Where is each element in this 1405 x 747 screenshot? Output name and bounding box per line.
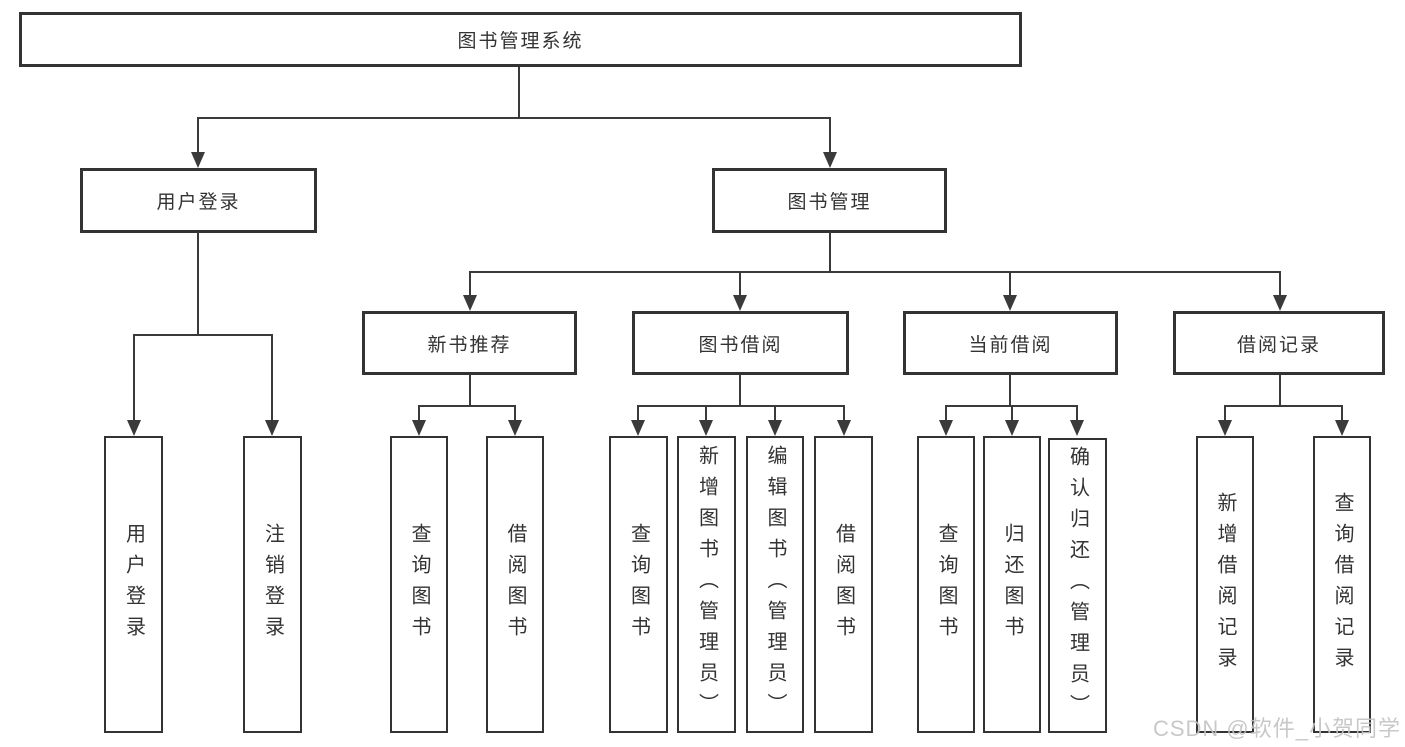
leaf-label: 查询图书 bbox=[935, 522, 957, 647]
arrow-down-icon bbox=[699, 420, 713, 436]
connector-leaf-drop bbox=[1076, 405, 1078, 423]
connector-user-leaf1-drop bbox=[133, 334, 135, 422]
node-root-label: 图书管理系统 bbox=[457, 31, 584, 52]
connector-current-drop bbox=[1009, 271, 1011, 297]
arrow-down-icon bbox=[837, 420, 851, 436]
node-root: 图书管理系统 bbox=[19, 12, 1022, 67]
connector-user-drop bbox=[197, 117, 199, 154]
connector-records-drop bbox=[1279, 271, 1281, 297]
arrow-down-icon bbox=[127, 420, 141, 436]
node-book-borrow-label: 图书借阅 bbox=[698, 334, 783, 356]
leaf-label: 用户登录 bbox=[122, 522, 145, 647]
connector-leaf-drop bbox=[774, 405, 776, 423]
arrow-down-icon bbox=[463, 295, 477, 311]
node-current-borrow-label: 当前借阅 bbox=[968, 334, 1053, 356]
node-book-mgmt: 图书管理 bbox=[712, 168, 947, 233]
connector-leaf-drop bbox=[705, 405, 707, 423]
connector-root-stem bbox=[518, 67, 520, 119]
leaf-borrow-books-1: 借阅图书 bbox=[486, 436, 544, 733]
arrow-down-icon bbox=[508, 420, 522, 436]
arrow-down-icon bbox=[823, 152, 837, 168]
connector-leaf-drop bbox=[637, 405, 639, 423]
node-book-borrow: 图书借阅 bbox=[632, 311, 849, 375]
leaf-label: 归还图书 bbox=[1001, 522, 1023, 647]
connector-current-stem bbox=[1009, 374, 1011, 407]
connector-leaf-drop bbox=[945, 405, 947, 423]
node-new-books: 新书推荐 bbox=[362, 311, 577, 375]
connector-records-bar bbox=[1224, 405, 1343, 407]
connector-mgmt-drop bbox=[829, 117, 831, 154]
leaf-label: 新增图书（管理员） bbox=[695, 445, 718, 724]
connector-records-stem bbox=[1279, 374, 1281, 407]
connector-level3-bar bbox=[469, 271, 1281, 273]
leaf-label: 编辑图书（管理员） bbox=[764, 445, 786, 724]
leaf-logout: 注销登录 bbox=[243, 436, 302, 733]
leaf-label: 查询图书 bbox=[408, 522, 430, 647]
connector-mgmt-stem bbox=[829, 232, 831, 273]
connector-leaf-drop bbox=[514, 405, 516, 423]
node-user-login-label: 用户登录 bbox=[156, 192, 241, 213]
arrow-down-icon bbox=[939, 420, 953, 436]
node-borrow-records-label: 借阅记录 bbox=[1236, 334, 1321, 356]
arrow-down-icon bbox=[265, 420, 279, 436]
leaf-add-borrow-record: 新增借阅记录 bbox=[1196, 436, 1254, 733]
csdn-watermark: CSDN @软件_小贺同学 bbox=[1152, 716, 1401, 741]
connector-leaf-drop bbox=[418, 405, 420, 423]
arrow-down-icon bbox=[1005, 420, 1019, 436]
arrow-down-icon bbox=[1335, 420, 1349, 436]
connector-leaf-drop bbox=[1341, 405, 1343, 423]
node-user-login: 用户登录 bbox=[80, 168, 317, 233]
node-borrow-records: 借阅记录 bbox=[1173, 311, 1385, 375]
leaf-label: 查询图书 bbox=[627, 522, 650, 647]
leaf-label: 新增借阅记录 bbox=[1214, 491, 1236, 678]
leaf-query-books-3: 查询图书 bbox=[917, 436, 975, 733]
arrow-down-icon bbox=[768, 420, 782, 436]
leaf-query-books-1: 查询图书 bbox=[390, 436, 448, 733]
arrow-down-icon bbox=[1070, 420, 1084, 436]
arrow-down-icon bbox=[1003, 295, 1017, 311]
connector-level2-bar bbox=[197, 117, 831, 119]
connector-newbooks-bar bbox=[419, 405, 516, 407]
connector-newbooks-drop bbox=[469, 271, 471, 297]
connector-leaf-drop bbox=[843, 405, 845, 423]
leaf-label: 注销登录 bbox=[261, 522, 284, 647]
leaf-label: 借阅图书 bbox=[504, 522, 526, 647]
leaf-confirm-return-admin: 确认归还（管理员） bbox=[1048, 438, 1107, 733]
arrow-down-icon bbox=[191, 152, 205, 168]
connector-newbooks-stem bbox=[469, 374, 471, 407]
connector-leaf-drop bbox=[1224, 405, 1226, 423]
leaf-label: 查询借阅记录 bbox=[1331, 491, 1353, 678]
leaf-borrow-books-2: 借阅图书 bbox=[814, 436, 873, 733]
arrow-down-icon bbox=[631, 420, 645, 436]
connector-borrow-bar bbox=[637, 405, 845, 407]
arrow-down-icon bbox=[1218, 420, 1232, 436]
connector-user-stem bbox=[197, 232, 199, 336]
leaf-label: 借阅图书 bbox=[832, 522, 855, 647]
node-book-mgmt-label: 图书管理 bbox=[787, 192, 872, 213]
leaf-label: 确认归还（管理员） bbox=[1066, 446, 1089, 725]
connector-borrow-drop bbox=[739, 271, 741, 297]
arrow-down-icon bbox=[733, 295, 747, 311]
connector-borrow-stem bbox=[739, 374, 741, 407]
leaf-user-login: 用户登录 bbox=[104, 436, 163, 733]
leaf-add-books-admin: 新增图书（管理员） bbox=[677, 436, 736, 733]
arrow-down-icon bbox=[412, 420, 426, 436]
connector-user-leaf2-drop bbox=[271, 334, 273, 422]
node-new-books-label: 新书推荐 bbox=[427, 334, 512, 356]
leaf-query-borrow-record: 查询借阅记录 bbox=[1313, 436, 1371, 733]
leaf-return-books: 归还图书 bbox=[983, 436, 1041, 733]
leaf-query-books-2: 查询图书 bbox=[609, 436, 668, 733]
leaf-edit-books-admin: 编辑图书（管理员） bbox=[746, 436, 804, 733]
arrow-down-icon bbox=[1273, 295, 1287, 311]
connector-user-bar bbox=[133, 334, 273, 336]
connector-leaf-drop bbox=[1011, 405, 1013, 423]
node-current-borrow: 当前借阅 bbox=[903, 311, 1118, 375]
